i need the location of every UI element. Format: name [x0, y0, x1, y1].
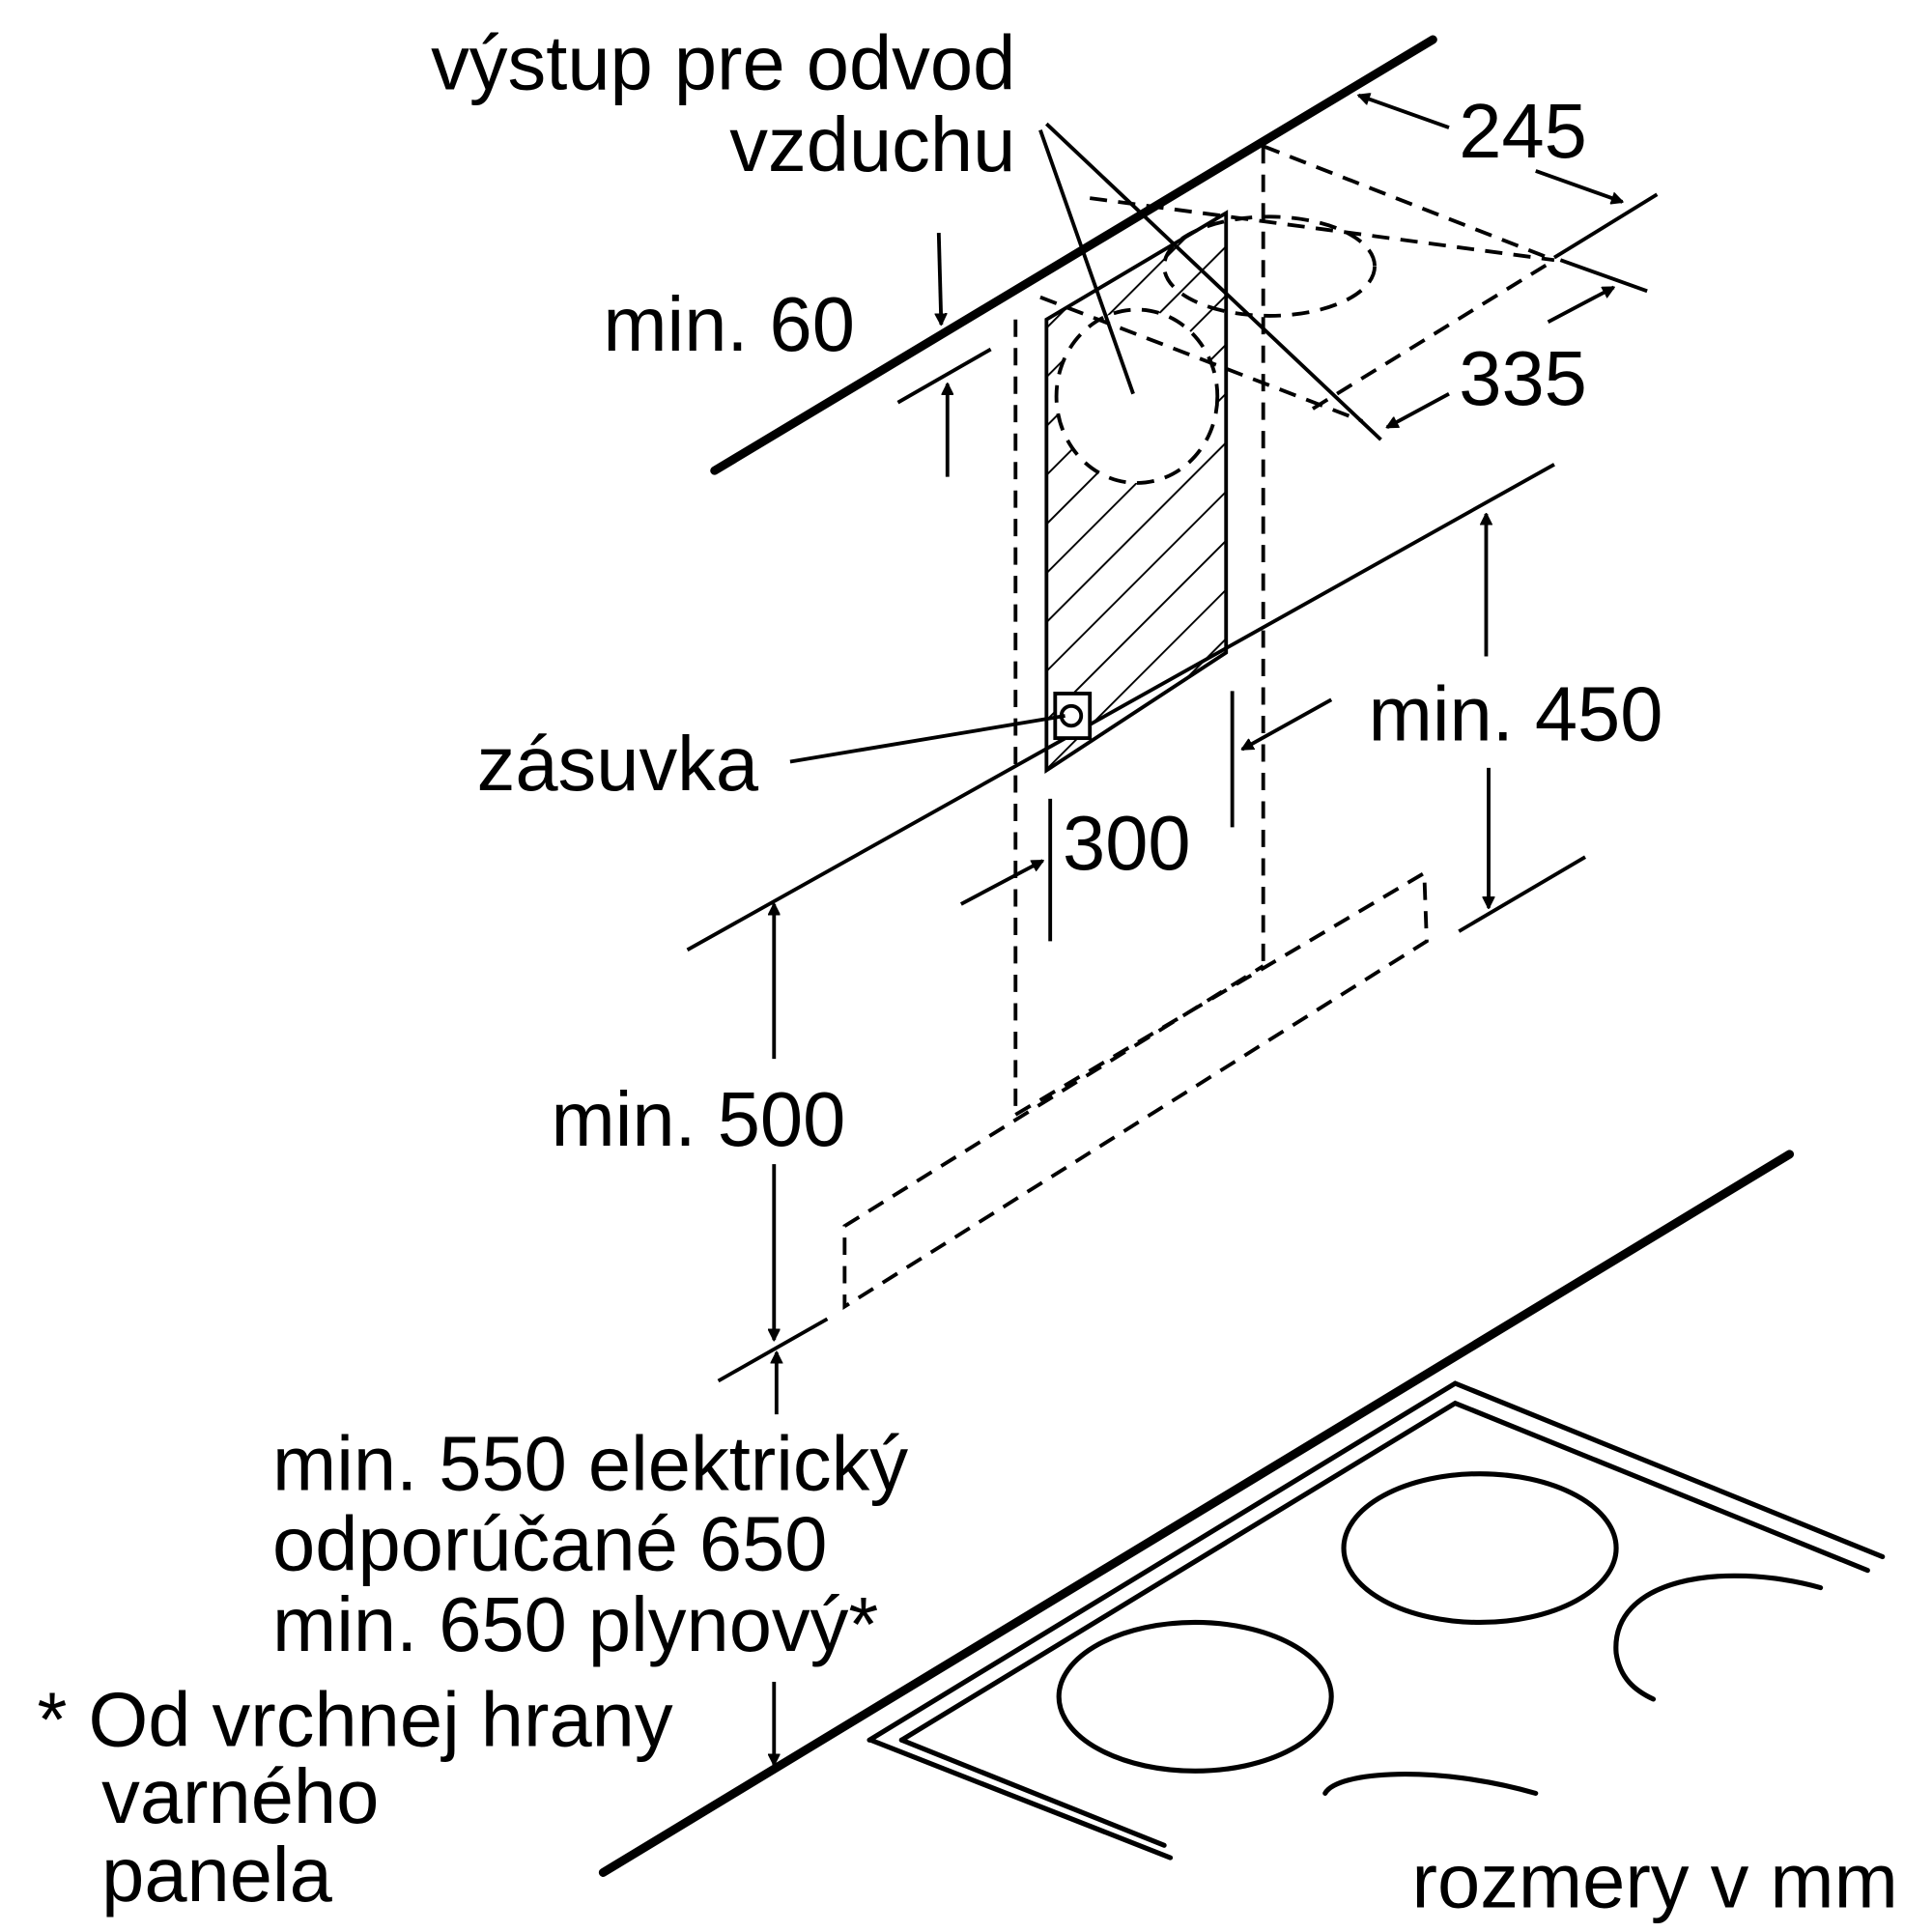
air-outlet-label-line2: vzduchu — [729, 101, 1015, 187]
arrow-335-b — [1547, 285, 1614, 325]
dim-335: 335 — [1459, 335, 1587, 421]
duct-outlet-circle — [1054, 307, 1220, 485]
min60-ref-line — [896, 347, 992, 405]
footnote-line3: panela — [101, 1832, 332, 1918]
dim-300: 300 — [1063, 800, 1191, 886]
hood-bottom-line — [717, 1317, 829, 1383]
arrow-300-b — [1242, 697, 1333, 752]
burner-back-left — [1341, 1471, 1619, 1626]
ext-line-2 — [1559, 258, 1648, 294]
note-line3: min. 650 plynový* — [272, 1581, 878, 1667]
cooktop-inner-front — [898, 1737, 1167, 1848]
hatched-installation-area — [1044, 210, 1229, 774]
burner-back-right — [1613, 1573, 1824, 1702]
min-60-label: min. 60 — [603, 281, 855, 367]
min-500-label: min. 500 — [552, 1076, 846, 1162]
air-outlet-label-line1: výstup pre odvod — [431, 19, 1015, 105]
duct-dash-1 — [1089, 196, 1555, 263]
duct-dash-2 — [1039, 295, 1363, 423]
outlet-leader-line — [1038, 128, 1135, 395]
units-label: rozmery v mm — [1412, 1837, 1898, 1923]
socket-label: zásuvka — [477, 721, 759, 807]
min-450-label: min. 450 — [1369, 671, 1663, 757]
ext-line-3 — [1552, 192, 1659, 260]
duct-top-edge — [1262, 144, 1555, 263]
ext-line-1 — [1045, 122, 1382, 441]
duct-ellipse — [1162, 214, 1377, 318]
arrow-335-a — [1387, 392, 1450, 429]
burner-front-left — [1056, 1619, 1334, 1774]
note-line1: min. 550 elektrický — [272, 1420, 908, 1506]
footnote-line1: * Od vrchnej hrany — [37, 1677, 672, 1763]
duct-dash-3 — [1311, 258, 1555, 411]
burner-front-right — [1322, 1772, 1539, 1796]
footnote-line2: varného — [101, 1753, 379, 1839]
note-line2: odporúčané 650 — [272, 1501, 827, 1587]
hood-outline — [842, 869, 1429, 1311]
ceiling-line — [710, 35, 1437, 475]
arrow-245-b — [1535, 169, 1623, 202]
hood-bottom-right-line — [1458, 855, 1587, 933]
arrow-min60-top — [939, 232, 942, 325]
cooktop-outer-front — [867, 1737, 1174, 1861]
cooktop-outer-edge — [867, 1380, 1886, 1743]
socket-leader-line — [789, 714, 1065, 764]
dim-245: 245 — [1459, 88, 1587, 174]
countertop-line — [598, 1150, 1795, 1877]
arrow-300-a — [959, 859, 1043, 906]
cooktop-inner-edge — [898, 1400, 1870, 1743]
arrow-245-a — [1358, 96, 1450, 129]
